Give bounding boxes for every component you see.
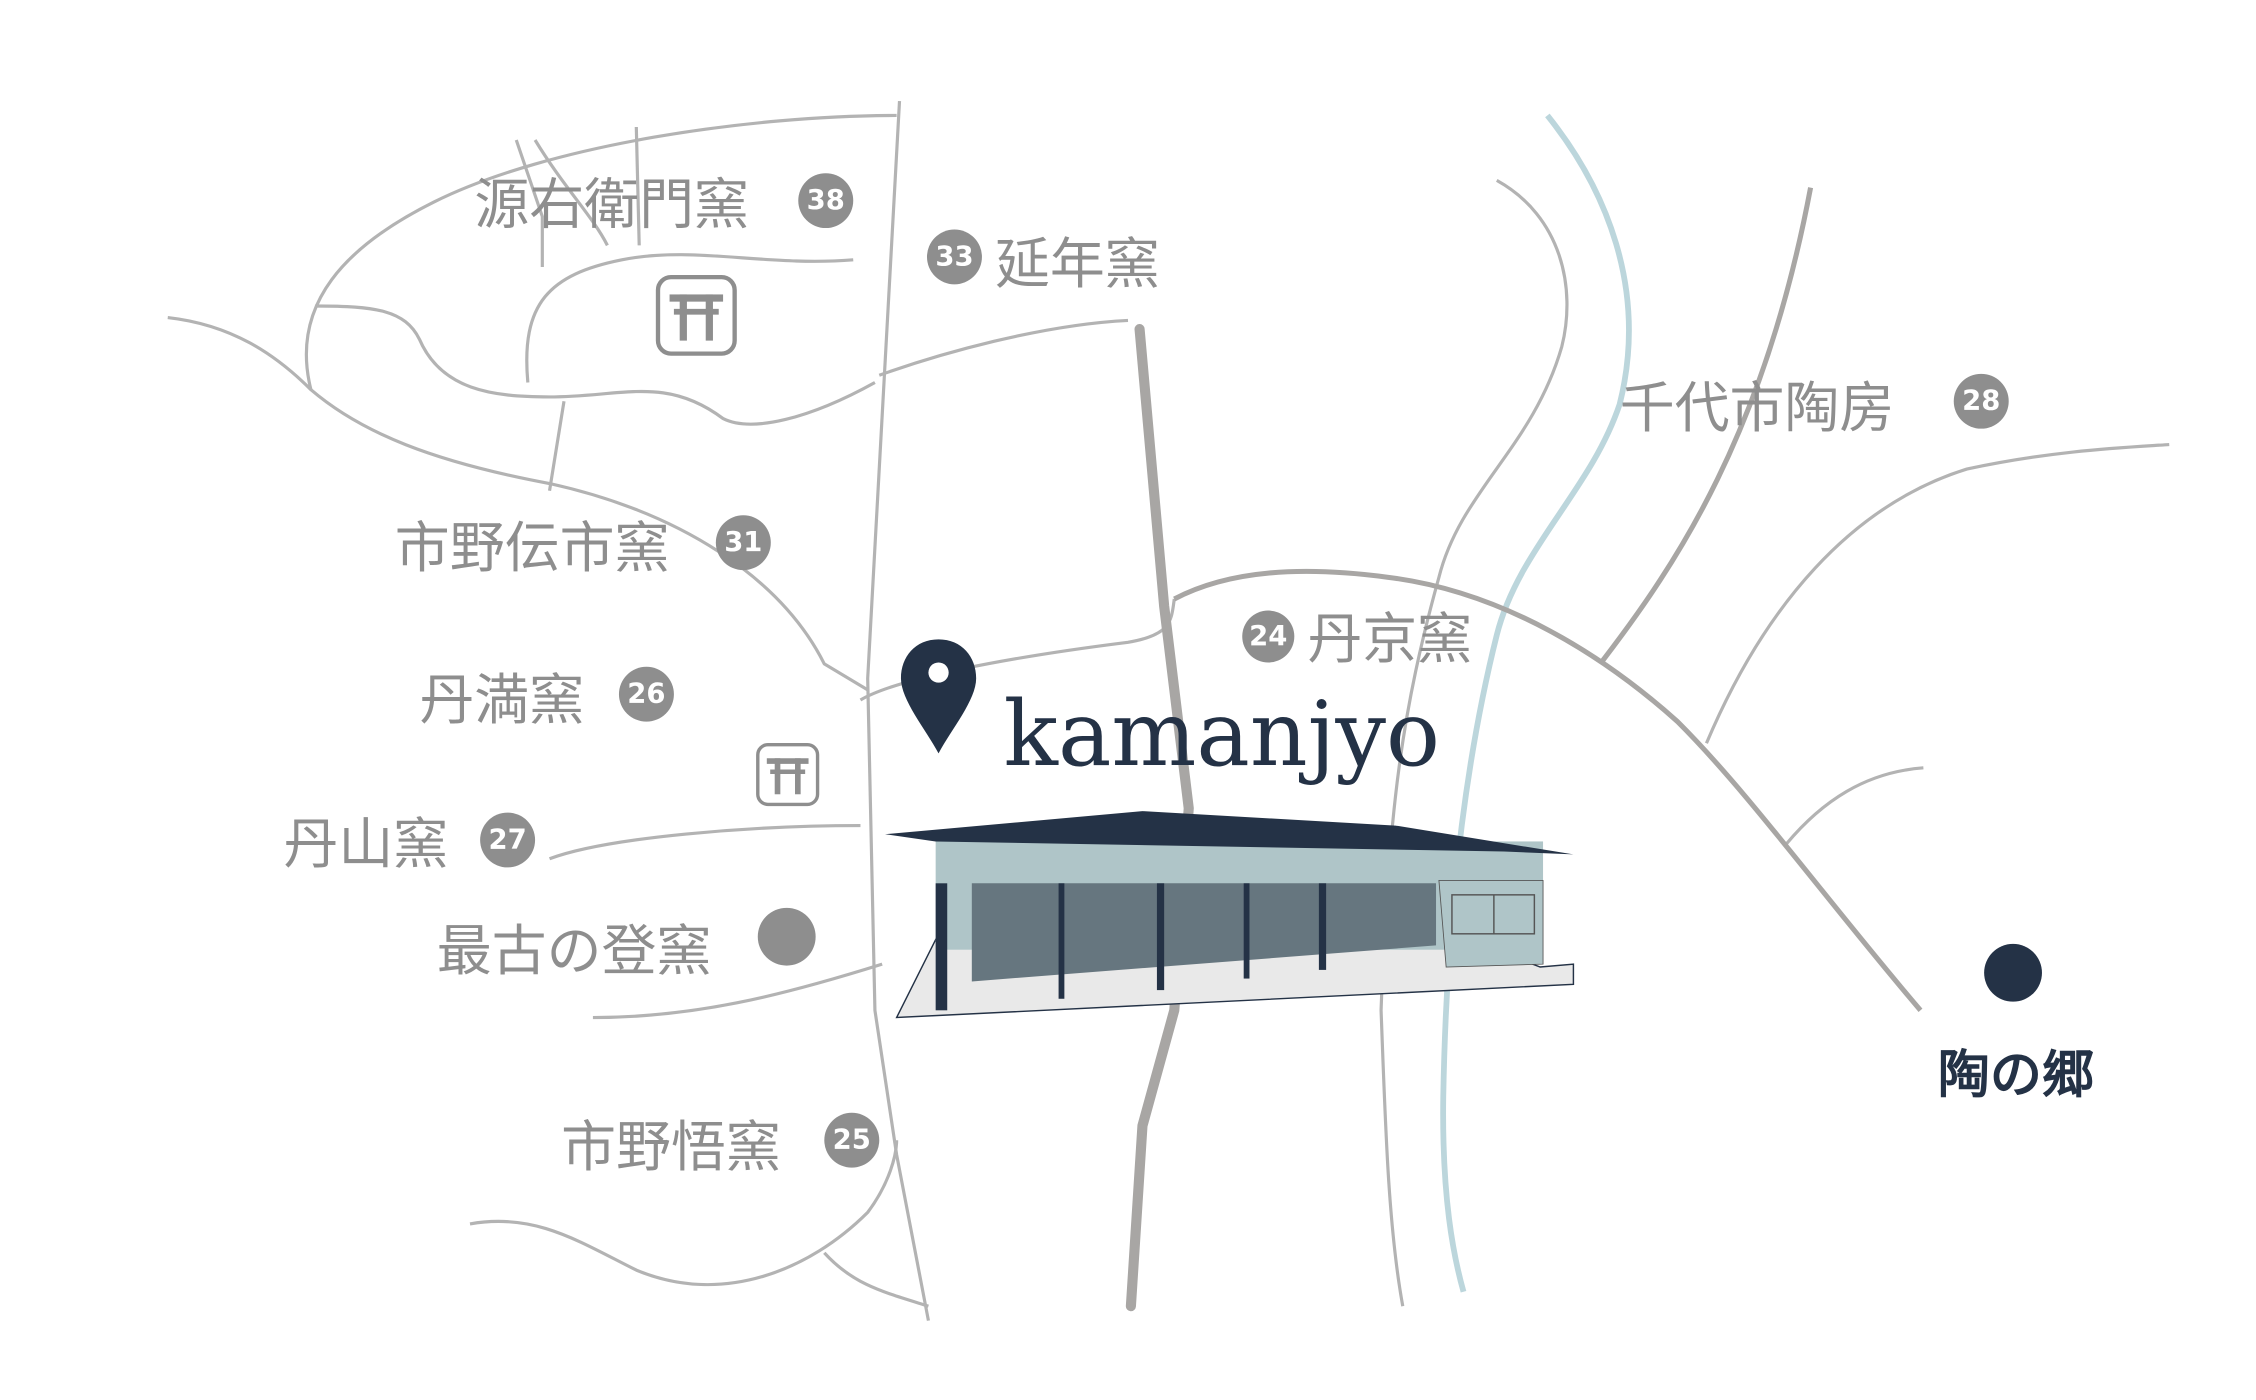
kiln-number: 25 (833, 1125, 871, 1156)
kiln-name: 丹京窯 (1307, 607, 1472, 671)
main-road (1173, 568, 1923, 1012)
landmark-dot (757, 907, 816, 966)
kiln-number-badge (798, 173, 854, 229)
kiln-number-badge (824, 1112, 880, 1168)
kamanjyo-building-illustration (885, 811, 1575, 1019)
kiln-name: 延年窯 (995, 232, 1160, 296)
kiln-label-24[interactable]: 24 丹京窯 (1242, 607, 1472, 671)
kiln-name: 丹満窯 (419, 668, 584, 732)
kiln-number: 38 (807, 185, 845, 216)
kiln-number-badge (715, 515, 771, 571)
kiln-label-25[interactable]: 市野悟窯 25 (561, 1112, 880, 1179)
shrine-icon (655, 274, 737, 356)
brand-name: kamanjyo (1004, 683, 1440, 787)
destination-name: 陶の郷 (1938, 1045, 2094, 1106)
kiln-number-badge (1953, 373, 2009, 429)
location-pin-icon (900, 639, 977, 754)
kiln-label-26[interactable]: 丹満窯 26 (419, 666, 674, 732)
destination-label[interactable]: 陶の郷 (1938, 943, 2094, 1106)
kiln-number: 24 (1249, 621, 1287, 652)
kiln-label-31[interactable]: 市野伝市窯 31 (395, 515, 771, 580)
kiln-name: 市野悟窯 (561, 1115, 781, 1179)
kiln-label-28[interactable]: 千代市陶房 28 (1620, 373, 2009, 440)
kiln-name: 源右衛門窯 (474, 173, 749, 237)
destination-dot (1984, 943, 2042, 1002)
kiln-number: 31 (724, 527, 762, 558)
kiln-name: 千代市陶房 (1620, 376, 1895, 440)
river (1440, 113, 1632, 1293)
roads (167, 100, 2170, 1321)
kiln-number-badge (480, 812, 536, 868)
kiln-label-38[interactable]: 源右衛門窯 38 (474, 173, 854, 237)
branch-road (1600, 187, 1814, 663)
kiln-number-badge (1242, 610, 1295, 663)
oldest-kiln-label[interactable]: 最古の登窯 (437, 907, 816, 983)
shrine-icon (756, 743, 820, 807)
kiln-number: 26 (627, 679, 665, 710)
kiln-number: 33 (935, 241, 973, 272)
kiln-number-badge (926, 229, 982, 285)
kiln-number: 28 (1962, 386, 2000, 417)
kiln-label-27[interactable]: 丹山窯 27 (283, 812, 536, 876)
kiln-number-badge (618, 666, 674, 722)
landmark-name: 最古の登窯 (437, 919, 712, 983)
kiln-label-33[interactable]: 33 延年窯 (926, 229, 1160, 296)
kiln-number: 27 (488, 825, 526, 856)
kiln-name: 丹山窯 (283, 812, 448, 876)
kiln-name: 市野伝市窯 (395, 516, 670, 580)
